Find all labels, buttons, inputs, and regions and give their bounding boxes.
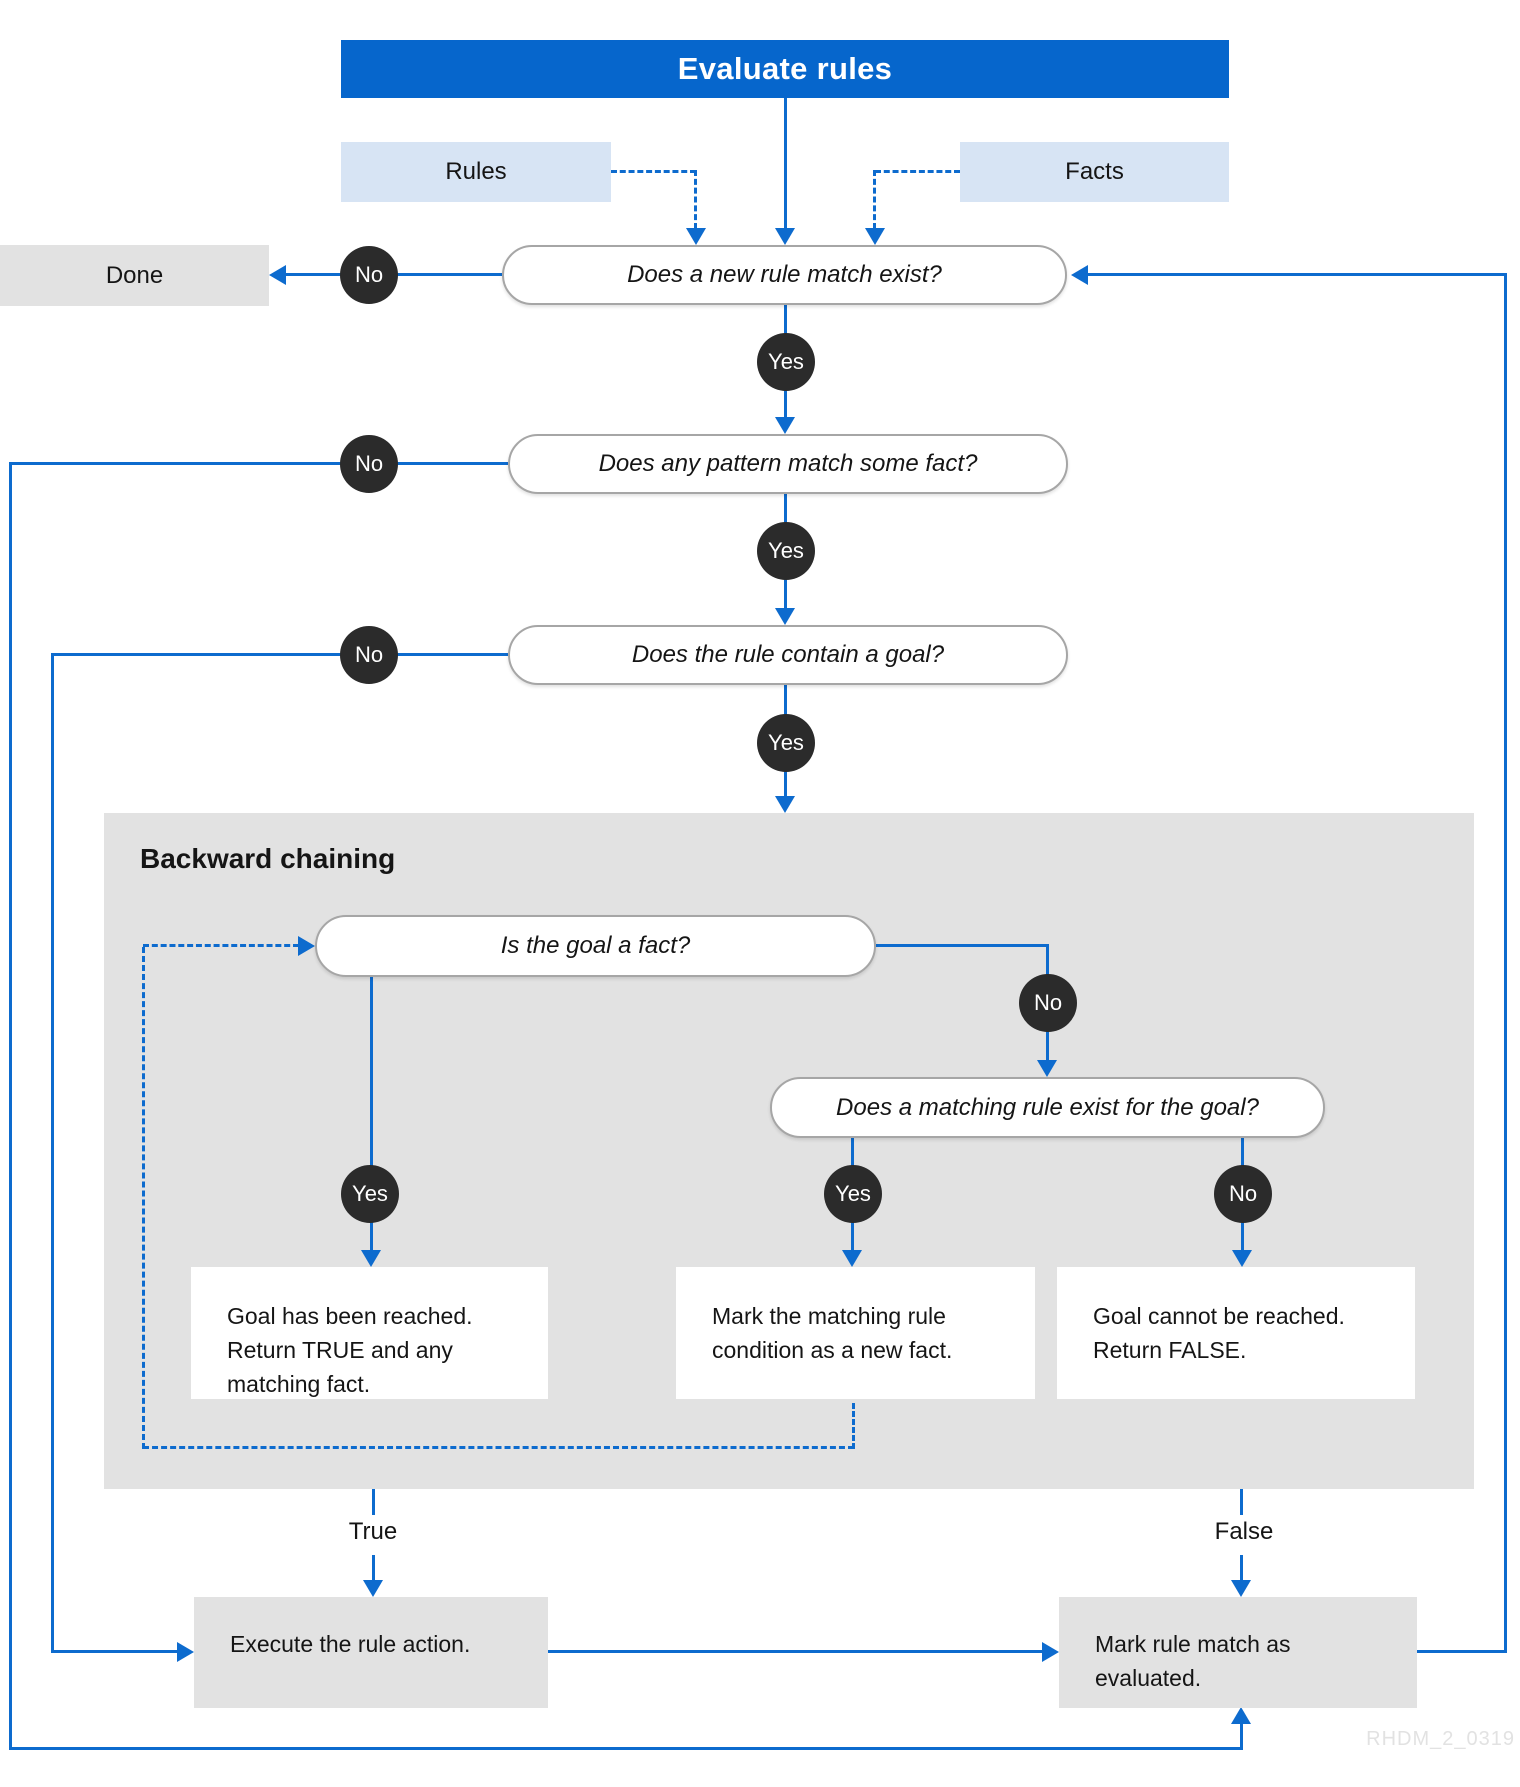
connector-line [10,462,508,465]
decision-matching-rule-for-goal: Does a matching rule exist for the goal? [770,1077,1325,1138]
arrowhead-down-icon [1037,1060,1057,1077]
connector-line [1504,273,1507,1653]
connector-line [51,653,54,1653]
title-banner: Evaluate rules [341,40,1229,98]
arrowhead-up-icon [1231,1707,1251,1724]
outcome-goal-not-reached: Goal cannot be reached. Return FALSE. [1057,1267,1415,1399]
action-execute-rule: Execute the rule action. [194,1597,548,1708]
decision-new-rule-match: Does a new rule match exist? [502,245,1067,305]
arrowhead-right-icon [298,936,315,956]
watermark: RHDM_2_0319 [1366,1728,1515,1750]
decision-goal-is-fact: Is the goal a fact? [315,915,876,977]
arrowhead-right-icon [1042,1642,1059,1662]
no-badge: No [340,435,398,493]
no-badge: No [1019,974,1077,1032]
connector-line [1087,273,1507,276]
true-label: True [348,1518,398,1545]
no-badge: No [1214,1165,1272,1223]
rules-box: Rules [341,142,611,202]
connector-line [9,462,12,1750]
arrowhead-down-icon [361,1250,381,1267]
connector-line [52,653,508,656]
arrowhead-left-icon [269,265,286,285]
facts-box: Facts [960,142,1229,202]
arrowhead-down-icon [1232,1250,1252,1267]
dashed-connector [875,170,960,173]
arrowhead-down-icon [865,228,885,245]
no-badge: No [340,246,398,304]
yes-badge: Yes [824,1165,882,1223]
arrowhead-left-icon [1071,265,1088,285]
dashed-connector [143,944,299,947]
yes-badge: Yes [341,1165,399,1223]
dashed-connector [694,170,697,229]
arrowhead-down-icon [842,1250,862,1267]
arrowhead-down-icon [775,796,795,813]
connector-line [372,1555,375,1581]
connector-line [1240,1489,1243,1515]
yes-badge: Yes [757,714,815,772]
connector-line [784,98,787,230]
false-label: False [1214,1518,1274,1545]
dashed-connector [142,947,145,1449]
yes-badge: Yes [757,333,815,391]
yes-badge: Yes [757,522,815,580]
backward-chaining-title: Backward chaining [140,843,396,874]
decision-rule-contains-goal: Does the rule contain a goal? [508,625,1068,685]
arrowhead-down-icon [775,417,795,434]
arrowhead-down-icon [1231,1580,1251,1597]
arrowhead-right-icon [177,1642,194,1662]
no-badge: No [340,626,398,684]
connector-line [1240,1724,1243,1750]
arrowhead-down-icon [775,228,795,245]
connector-line [372,1489,375,1515]
action-mark-evaluated: Mark rule match as evaluated. [1059,1597,1417,1708]
done-box: Done [0,245,269,306]
connector-line [876,944,1048,947]
connector-line [1240,1555,1243,1581]
arrowhead-down-icon [686,228,706,245]
arrowhead-down-icon [775,608,795,625]
outcome-mark-condition: Mark the matching rule condition as a ne… [676,1267,1035,1399]
arrowhead-down-icon [363,1580,383,1597]
connector-line [51,1650,178,1653]
dashed-connector [852,1403,855,1449]
decision-pattern-match: Does any pattern match some fact? [508,434,1068,494]
connector-line [370,977,373,1251]
dashed-connector [873,170,876,229]
dashed-connector [143,1446,854,1449]
dashed-connector [611,170,696,173]
connector-line [548,1650,1043,1653]
connector-line [9,1747,1243,1750]
connector-line [1417,1650,1507,1653]
outcome-goal-reached: Goal has been reached. Return TRUE and a… [191,1267,548,1399]
